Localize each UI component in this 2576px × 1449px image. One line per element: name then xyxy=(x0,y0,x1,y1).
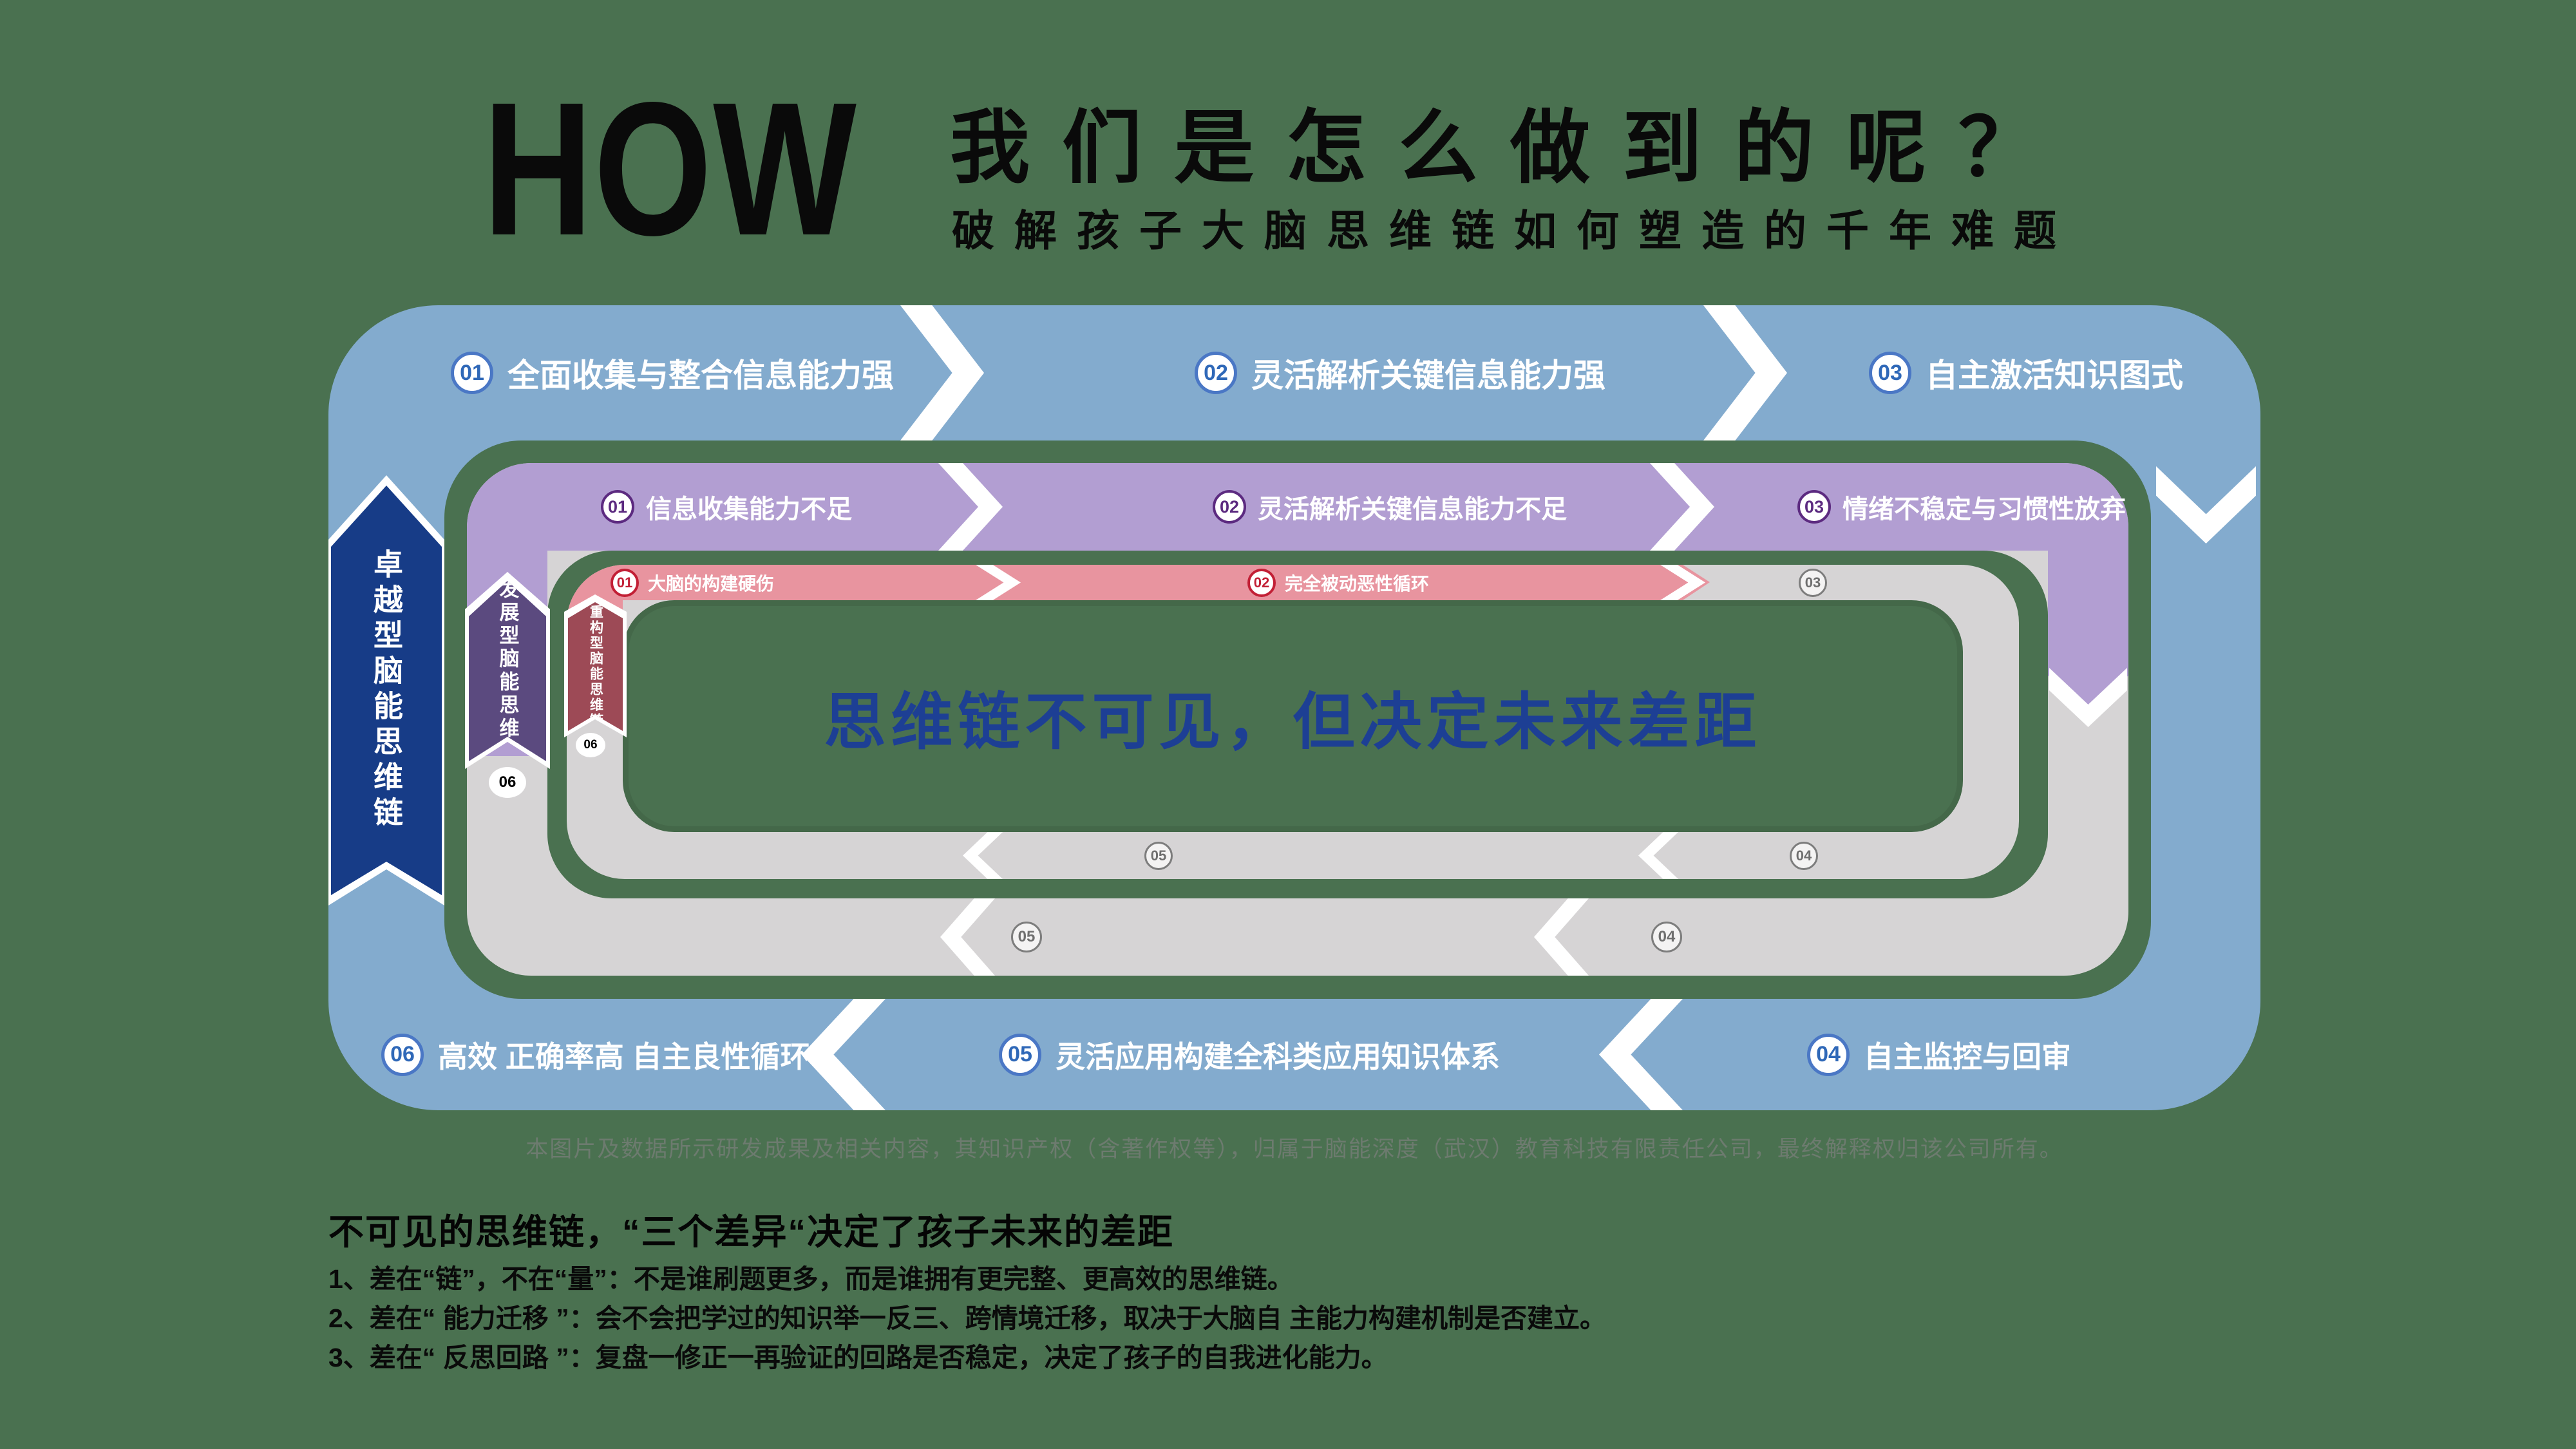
excellent-brain-chain-ribbon: 卓越型脑能思维链 xyxy=(331,486,442,895)
title-subtitle: 破解孩子大脑思维链如何塑造的千年难题 xyxy=(952,207,2076,254)
rebuilding-brain-chain-ribbon: 重构型脑能思维链 xyxy=(568,602,623,731)
step-middle-02: 02 灵活解析关键信息能力不足 xyxy=(1213,463,1567,551)
step-middle-01: 01 信息收集能力不足 xyxy=(601,463,852,551)
step-middle-03: 03 情绪不稳定与习惯性放弃 xyxy=(1797,463,2126,551)
step-number-badge: 04 xyxy=(1790,841,1818,870)
step-number-badge: 03 xyxy=(1799,568,1827,597)
step-number-badge: 06 xyxy=(381,1033,424,1076)
step-label: 大脑的构建硬伤 xyxy=(648,573,775,594)
step-label: 完全被动恶性循环 xyxy=(1285,573,1430,594)
step-number-badge: 05 xyxy=(1011,922,1042,952)
step-outer-04: 04 自主监控与回审 xyxy=(1807,999,2071,1110)
step-inner-06-badge: 06 xyxy=(576,733,605,757)
step-number-badge: 04 xyxy=(1651,922,1682,952)
ribbon-label: 卓越型脑能思维链 xyxy=(370,549,403,832)
center-message: 思维链不可见，但决定未来差距 xyxy=(824,687,1762,757)
step-number-badge: 03 xyxy=(1869,352,1911,394)
footer-point-1: 1、差在“链”，不在“量”：不是谁刷题更多，而是谁拥有更完整、更高效的思维链。 xyxy=(328,1264,1294,1294)
step-inner-02: 02 完全被动恶性循环 xyxy=(1247,565,1429,600)
copyright-disclaimer: 本图片及数据所示研发成果及相关内容，其知识产权（含著作权等），归属于脑能深度（武… xyxy=(526,1137,2063,1162)
step-number-badge: 04 xyxy=(1807,1033,1850,1076)
step-label: 灵活解析关键信息能力强 xyxy=(1251,357,1605,393)
ribbon-label: 重构型脑能思维链 xyxy=(588,605,603,728)
step-label: 全面收集与整合信息能力强 xyxy=(507,357,894,393)
step-inner-01: 01 大脑的构建硬伤 xyxy=(611,565,774,600)
step-inner-03: 03 xyxy=(1799,565,1827,600)
footer-heading: 不可见的思维链，“三个差异“决定了孩子未来的差距 xyxy=(328,1212,1175,1252)
step-number-badge: 05 xyxy=(1144,841,1173,870)
step-number-badge: 01 xyxy=(451,352,493,394)
step-outer-06: 06 高效 正确率高 自主良性循环 xyxy=(381,999,810,1110)
step-number-badge: 02 xyxy=(1247,568,1276,597)
step-middle-04: 04 xyxy=(1651,898,1682,976)
title-main: 我们是怎么做到的呢？ xyxy=(950,104,2071,193)
developing-brain-chain-ribbon: 发展型脑能思维链 xyxy=(469,581,546,761)
step-middle-05: 05 xyxy=(1011,898,1042,976)
step-label: 高效 正确率高 自主良性循环 xyxy=(438,1039,810,1074)
footer-point-3: 3、差在“ 反思回路 ”：复盘一修正一再验证的回路是否稳定，决定了孩子的自我进化… xyxy=(328,1343,1388,1372)
step-label: 自主监控与回审 xyxy=(1864,1039,2071,1074)
step-outer-02: 02 灵活解析关键信息能力强 xyxy=(1195,305,1605,440)
step-inner-05: 05 xyxy=(1144,832,1173,879)
step-label: 灵活应用构建全科类应用知识体系 xyxy=(1056,1039,1500,1074)
step-outer-03: 03 自主激活知识图式 xyxy=(1869,305,2183,440)
step-number-badge: 02 xyxy=(1213,490,1246,524)
ribbon-label: 发展型脑能思维链 xyxy=(496,578,519,764)
step-middle-06-badge: 06 xyxy=(489,767,526,798)
step-label: 信息收集能力不足 xyxy=(646,495,852,524)
step-outer-05: 05 灵活应用构建全科类应用知识体系 xyxy=(999,999,1500,1110)
step-outer-01: 01 全面收集与整合信息能力强 xyxy=(451,305,894,440)
title-how: HOW xyxy=(483,62,858,275)
center-panel: 思维链不可见，但决定未来差距 xyxy=(623,600,1963,832)
step-number-badge: 03 xyxy=(1797,490,1831,524)
step-label: 灵活解析关键信息能力不足 xyxy=(1258,495,1567,524)
step-number-badge: 02 xyxy=(1195,352,1237,394)
step-number-badge: 01 xyxy=(601,490,634,524)
step-label: 情绪不稳定与习惯性放弃 xyxy=(1842,495,2126,524)
step-number-badge: 01 xyxy=(611,568,639,597)
step-inner-04: 04 xyxy=(1790,832,1818,879)
step-number-badge: 05 xyxy=(999,1033,1041,1076)
step-label: 自主激活知识图式 xyxy=(1926,357,2183,393)
thinking-chain-loop-diagram: 思维链不可见，但决定未来差距 卓越型脑能思维链 发展型脑能思维链 重构型脑能思维… xyxy=(328,305,2260,1110)
footer-point-2: 2、差在“ 能力迁移 ”：会不会把学过的知识举一反三、跨情境迁移，取决于大脑自 … xyxy=(328,1303,1606,1333)
